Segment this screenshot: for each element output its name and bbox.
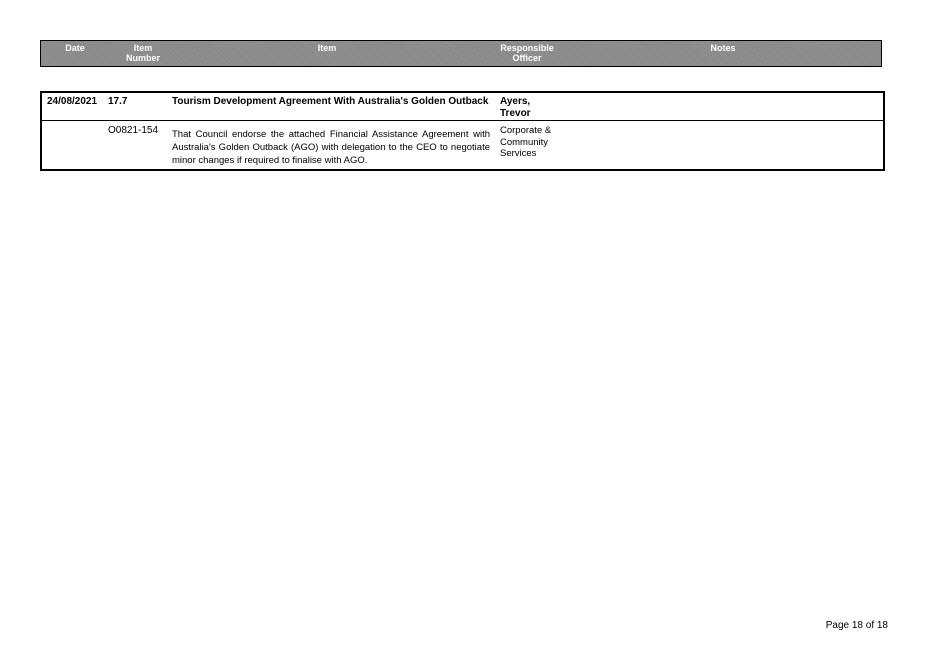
record-date: 24/08/2021 (47, 96, 98, 107)
page-number: Page 18 of 18 (825, 620, 888, 631)
record-item-number: 17.7 (108, 96, 128, 107)
header-notes: Notes (710, 43, 736, 53)
record-title: Tourism Development Agreement With Austr… (172, 96, 489, 107)
header-item-number: Item Number (125, 43, 160, 63)
record-resolution-text: That Council endorse the attached Financ… (172, 129, 490, 166)
table-header-bar: Date Item Number Item Responsible Office… (40, 40, 882, 67)
header-responsible-officer: Responsible Officer (500, 43, 554, 63)
header-date: Date (65, 43, 85, 53)
record-resolution-number: O0821-154 (108, 125, 159, 136)
record-responsible-officer: Ayers, Trevor (500, 96, 531, 119)
record-department: Corporate & Community Services (500, 125, 552, 159)
header-item: Item (317, 43, 337, 53)
row-divider (42, 120, 883, 121)
action-item-record: 24/08/2021 17.7 Tourism Development Agre… (40, 91, 885, 171)
